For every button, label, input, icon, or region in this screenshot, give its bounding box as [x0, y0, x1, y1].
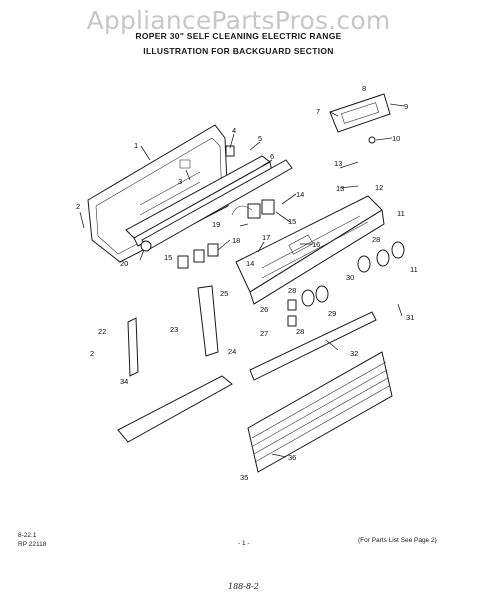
callout-14b: 14	[246, 259, 254, 268]
callout-11: 11	[397, 209, 405, 218]
callout-34: 34	[120, 377, 128, 386]
callout-2: 2	[76, 202, 80, 211]
channel-34-part	[117, 375, 233, 443]
callout-13b: 13	[336, 184, 344, 193]
callout-36: 36	[288, 453, 296, 462]
callout-2b: 2	[90, 349, 94, 358]
callout-28b: 28	[296, 327, 304, 336]
knob-10-part	[368, 136, 376, 144]
callout-11b: 11	[410, 265, 418, 274]
end-bracket-23-part	[197, 285, 219, 357]
footer-parts-list-note: (For Parts List See Page 2)	[358, 537, 437, 544]
callout-6: 6	[270, 152, 274, 161]
handwritten-note: 188-8-2	[228, 582, 259, 591]
callout-14a: 14	[296, 190, 304, 199]
callout-9: 9	[404, 102, 408, 111]
callout-5: 5	[258, 134, 262, 143]
callout-29: 29	[328, 309, 336, 318]
callout-28a: 28	[288, 286, 296, 295]
callout-22: 22	[98, 327, 106, 336]
callout-labels: 1 2 3 4 5 6 7 8 9 10 11 12 13 13 14 14 1…	[76, 84, 418, 482]
callout-7: 7	[316, 107, 320, 116]
footer-code-1: 8-22.1	[18, 532, 37, 539]
callout-17: 17	[262, 233, 270, 242]
switch-block-lower	[177, 243, 219, 269]
footer-code-2: RP 22118	[18, 541, 47, 548]
callout-20: 20	[120, 259, 128, 268]
callout-32: 32	[350, 349, 358, 358]
grille-35-part	[247, 351, 393, 473]
callout-15a: 15	[288, 217, 296, 226]
clock-assembly-part	[329, 93, 391, 133]
callout-10: 10	[392, 134, 400, 143]
callout-3: 3	[178, 177, 182, 186]
callout-24: 24	[228, 347, 236, 356]
trim-32-part	[249, 311, 377, 381]
watermark: AppliancePartsPros.com	[86, 6, 391, 35]
callout-15b: 15	[164, 253, 172, 262]
callout-1: 1	[134, 141, 138, 150]
footer-page-number: - 1 -	[238, 540, 250, 547]
callout-19: 19	[212, 220, 220, 229]
leader-lines	[79, 103, 405, 458]
callout-4: 4	[232, 126, 236, 135]
callout-12: 12	[375, 183, 383, 192]
callout-18: 18	[232, 236, 240, 245]
element-rod-part	[140, 159, 293, 252]
callout-16: 16	[312, 240, 320, 249]
knobs-left	[287, 285, 329, 327]
side-trim-22-part	[127, 317, 139, 377]
callout-25: 25	[220, 289, 228, 298]
diagram-title: ROPER 30" SELF CLEANING ELECTRIC RANGE	[135, 31, 342, 41]
callout-26: 26	[260, 305, 268, 314]
knobs-right	[357, 241, 405, 273]
diagram-subtitle: ILLUSTRATION FOR BACKGUARD SECTION	[143, 46, 334, 56]
callout-23: 23	[170, 325, 178, 334]
callout-27: 27	[260, 329, 268, 338]
switch-block-upper	[231, 199, 275, 219]
callout-30: 30	[346, 273, 354, 282]
callout-8: 8	[362, 84, 366, 93]
callout-35: 35	[240, 473, 248, 482]
callout-31: 31	[406, 313, 414, 322]
callout-28c: 28	[372, 235, 380, 244]
callout-13a: 13	[334, 159, 342, 168]
bracket-4-part	[225, 145, 235, 157]
